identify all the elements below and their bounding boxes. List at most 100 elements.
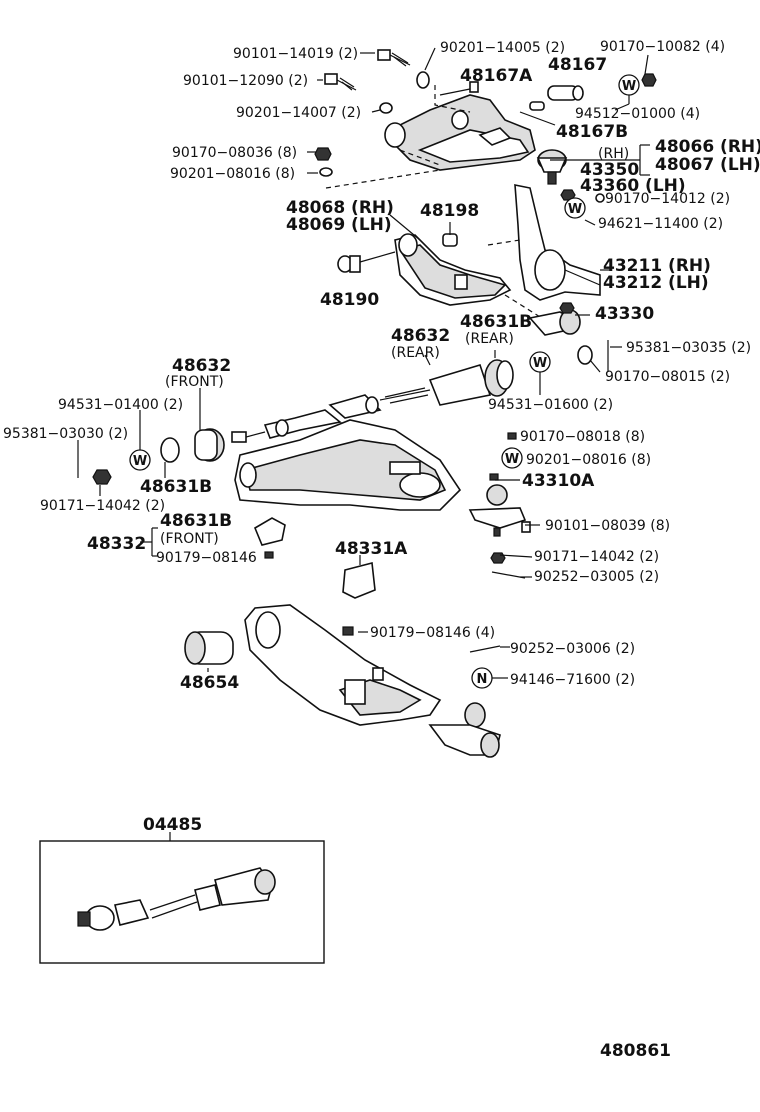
- nut-icon: [264, 551, 274, 559]
- label-90179-08146a: 90179−08146: [156, 550, 257, 566]
- washer-symbol: W: [505, 452, 519, 467]
- label-43360: 43360 (LH): [580, 176, 686, 196]
- ball-joint-icon: [528, 309, 581, 336]
- label-48631B-rear-sub: (REAR): [465, 331, 514, 347]
- ball-joint-icon: [428, 702, 501, 758]
- label-90171-14042a: 90171−14042 (2): [40, 498, 165, 514]
- nut-icon: [92, 469, 112, 485]
- bolt-icon: [439, 81, 479, 96]
- stabilizer-link-icon: [77, 867, 276, 931]
- washer-icon: [577, 345, 593, 365]
- washer-icon: [595, 193, 605, 203]
- label-48631B-front-sub: (FRONT): [160, 531, 219, 547]
- bolt-icon: [324, 73, 357, 91]
- label-90252-03006: 90252−03006 (2): [510, 641, 635, 657]
- label-95381-03030: 95381−03030 (2): [3, 426, 128, 442]
- bolt-icon: [521, 521, 531, 533]
- label-48631B-mid: 48631B: [140, 477, 212, 497]
- label-43212: 43212 (LH): [603, 273, 709, 293]
- label-90170-08015: 90170−08015 (2): [605, 369, 730, 385]
- cotter-pin-icon: [469, 645, 501, 653]
- label-04485: 04485: [143, 815, 202, 835]
- upper-control-arm: [384, 94, 536, 171]
- label-90170-08018: 90170−08018 (8): [520, 429, 645, 445]
- washer-symbol: W: [533, 356, 547, 371]
- bushing-icon: [529, 101, 545, 111]
- lower-control-arm: [394, 233, 512, 306]
- washer-icon: [379, 102, 393, 114]
- label-48167A: 48167A: [460, 66, 533, 86]
- ball-joint-icon: [468, 484, 527, 537]
- bushing-icon: [194, 428, 225, 462]
- label-90201-14007: 90201−14007 (2): [236, 105, 361, 121]
- nut-icon: [489, 473, 499, 481]
- label-48069: 48069 (LH): [286, 215, 392, 235]
- bushing-icon: [547, 85, 584, 101]
- bushing-icon: [442, 233, 458, 247]
- nut-icon: [559, 302, 575, 314]
- label-94621-11400: 94621−11400 (2): [598, 216, 723, 232]
- label-48167: 48167: [548, 55, 607, 75]
- label-48068: 48068 (RH): [286, 198, 394, 218]
- label-90171-14042b: 90171−14042 (2): [534, 549, 659, 565]
- label-48331A: 48331A: [335, 539, 408, 559]
- label-90201-08016a: 90201−08016 (8): [170, 166, 295, 182]
- nut-icon: [641, 73, 657, 87]
- suspension-arm: [234, 419, 462, 511]
- lower-suspension-arm: [244, 604, 442, 726]
- label-90101-12090: 90101−12090 (2): [183, 73, 308, 89]
- label-48190: 48190: [320, 290, 379, 310]
- label-48632-front-sub: (FRONT): [165, 374, 224, 390]
- bumper-pad-icon: [253, 517, 286, 546]
- label-90201-14005: 90201−14005 (2): [440, 40, 565, 56]
- stopper-icon: [342, 561, 376, 599]
- ball-joint-icon: [536, 149, 568, 185]
- nut-symbol: N: [477, 672, 488, 687]
- label-94512-01000: 94512−01000 (4): [575, 106, 700, 122]
- label-94531-01400: 94531−01400 (2): [58, 397, 183, 413]
- leader-lines: [77, 47, 650, 841]
- label-94531-01600: 94531−01600 (2): [488, 397, 613, 413]
- kit-inset-box: [39, 840, 325, 964]
- washer-symbol: W: [133, 454, 147, 469]
- label-48632-front: 48632: [172, 356, 231, 376]
- label-43350-rh: (RH): [598, 146, 629, 162]
- label-43211: 43211 (RH): [603, 256, 711, 276]
- washer-icon: [564, 197, 586, 219]
- nut-icon: [490, 552, 506, 564]
- label-95381-03035: 95381−03035 (2): [626, 340, 751, 356]
- strut-bar: [231, 359, 514, 443]
- label-43310A: 43310A: [522, 471, 595, 491]
- label-94146-71600: 94146−71600 (2): [510, 672, 635, 688]
- bushing-icon: [184, 631, 234, 665]
- washer-symbol: W: [622, 79, 636, 94]
- label-48067: 48067 (LH): [655, 155, 760, 175]
- bolt-icon: [377, 49, 411, 67]
- bolt-icon: [337, 251, 396, 273]
- washer-icon: [319, 167, 333, 177]
- label-90179-08146b: 90179−08146 (4): [370, 625, 495, 641]
- nut-icon: [314, 147, 332, 161]
- label-48632-rear: 48632: [391, 326, 450, 346]
- label-48332: 48332: [87, 534, 146, 554]
- label-90170-14012: 90170−14012 (2): [605, 191, 730, 207]
- label-90170-08036: 90170−08036 (8): [172, 145, 297, 161]
- label-90252-03005: 90252−03005 (2): [534, 569, 659, 585]
- label-90201-08016b: 90201−08016 (8): [526, 452, 651, 468]
- washer-icon: [160, 437, 180, 463]
- label-48167B: 48167B: [556, 122, 628, 142]
- nut-icon: [507, 432, 517, 440]
- label-90101-08039: 90101−08039 (8): [545, 518, 670, 534]
- label-43350: 43350: [580, 160, 639, 180]
- label-90170-10082: 90170−10082 (4): [600, 39, 725, 55]
- label-48631B-front: 48631B: [160, 511, 232, 531]
- cotter-pin-icon: [491, 571, 526, 579]
- label-48631B-rear: 48631B: [460, 312, 532, 332]
- label-48632-rear-sub: (REAR): [391, 345, 440, 361]
- label-48066: 48066 (RH): [655, 137, 760, 157]
- label-48198: 48198: [420, 201, 479, 221]
- nut-icon: [342, 626, 354, 636]
- washer-icon: [416, 71, 430, 89]
- washer-symbol: W: [568, 202, 582, 217]
